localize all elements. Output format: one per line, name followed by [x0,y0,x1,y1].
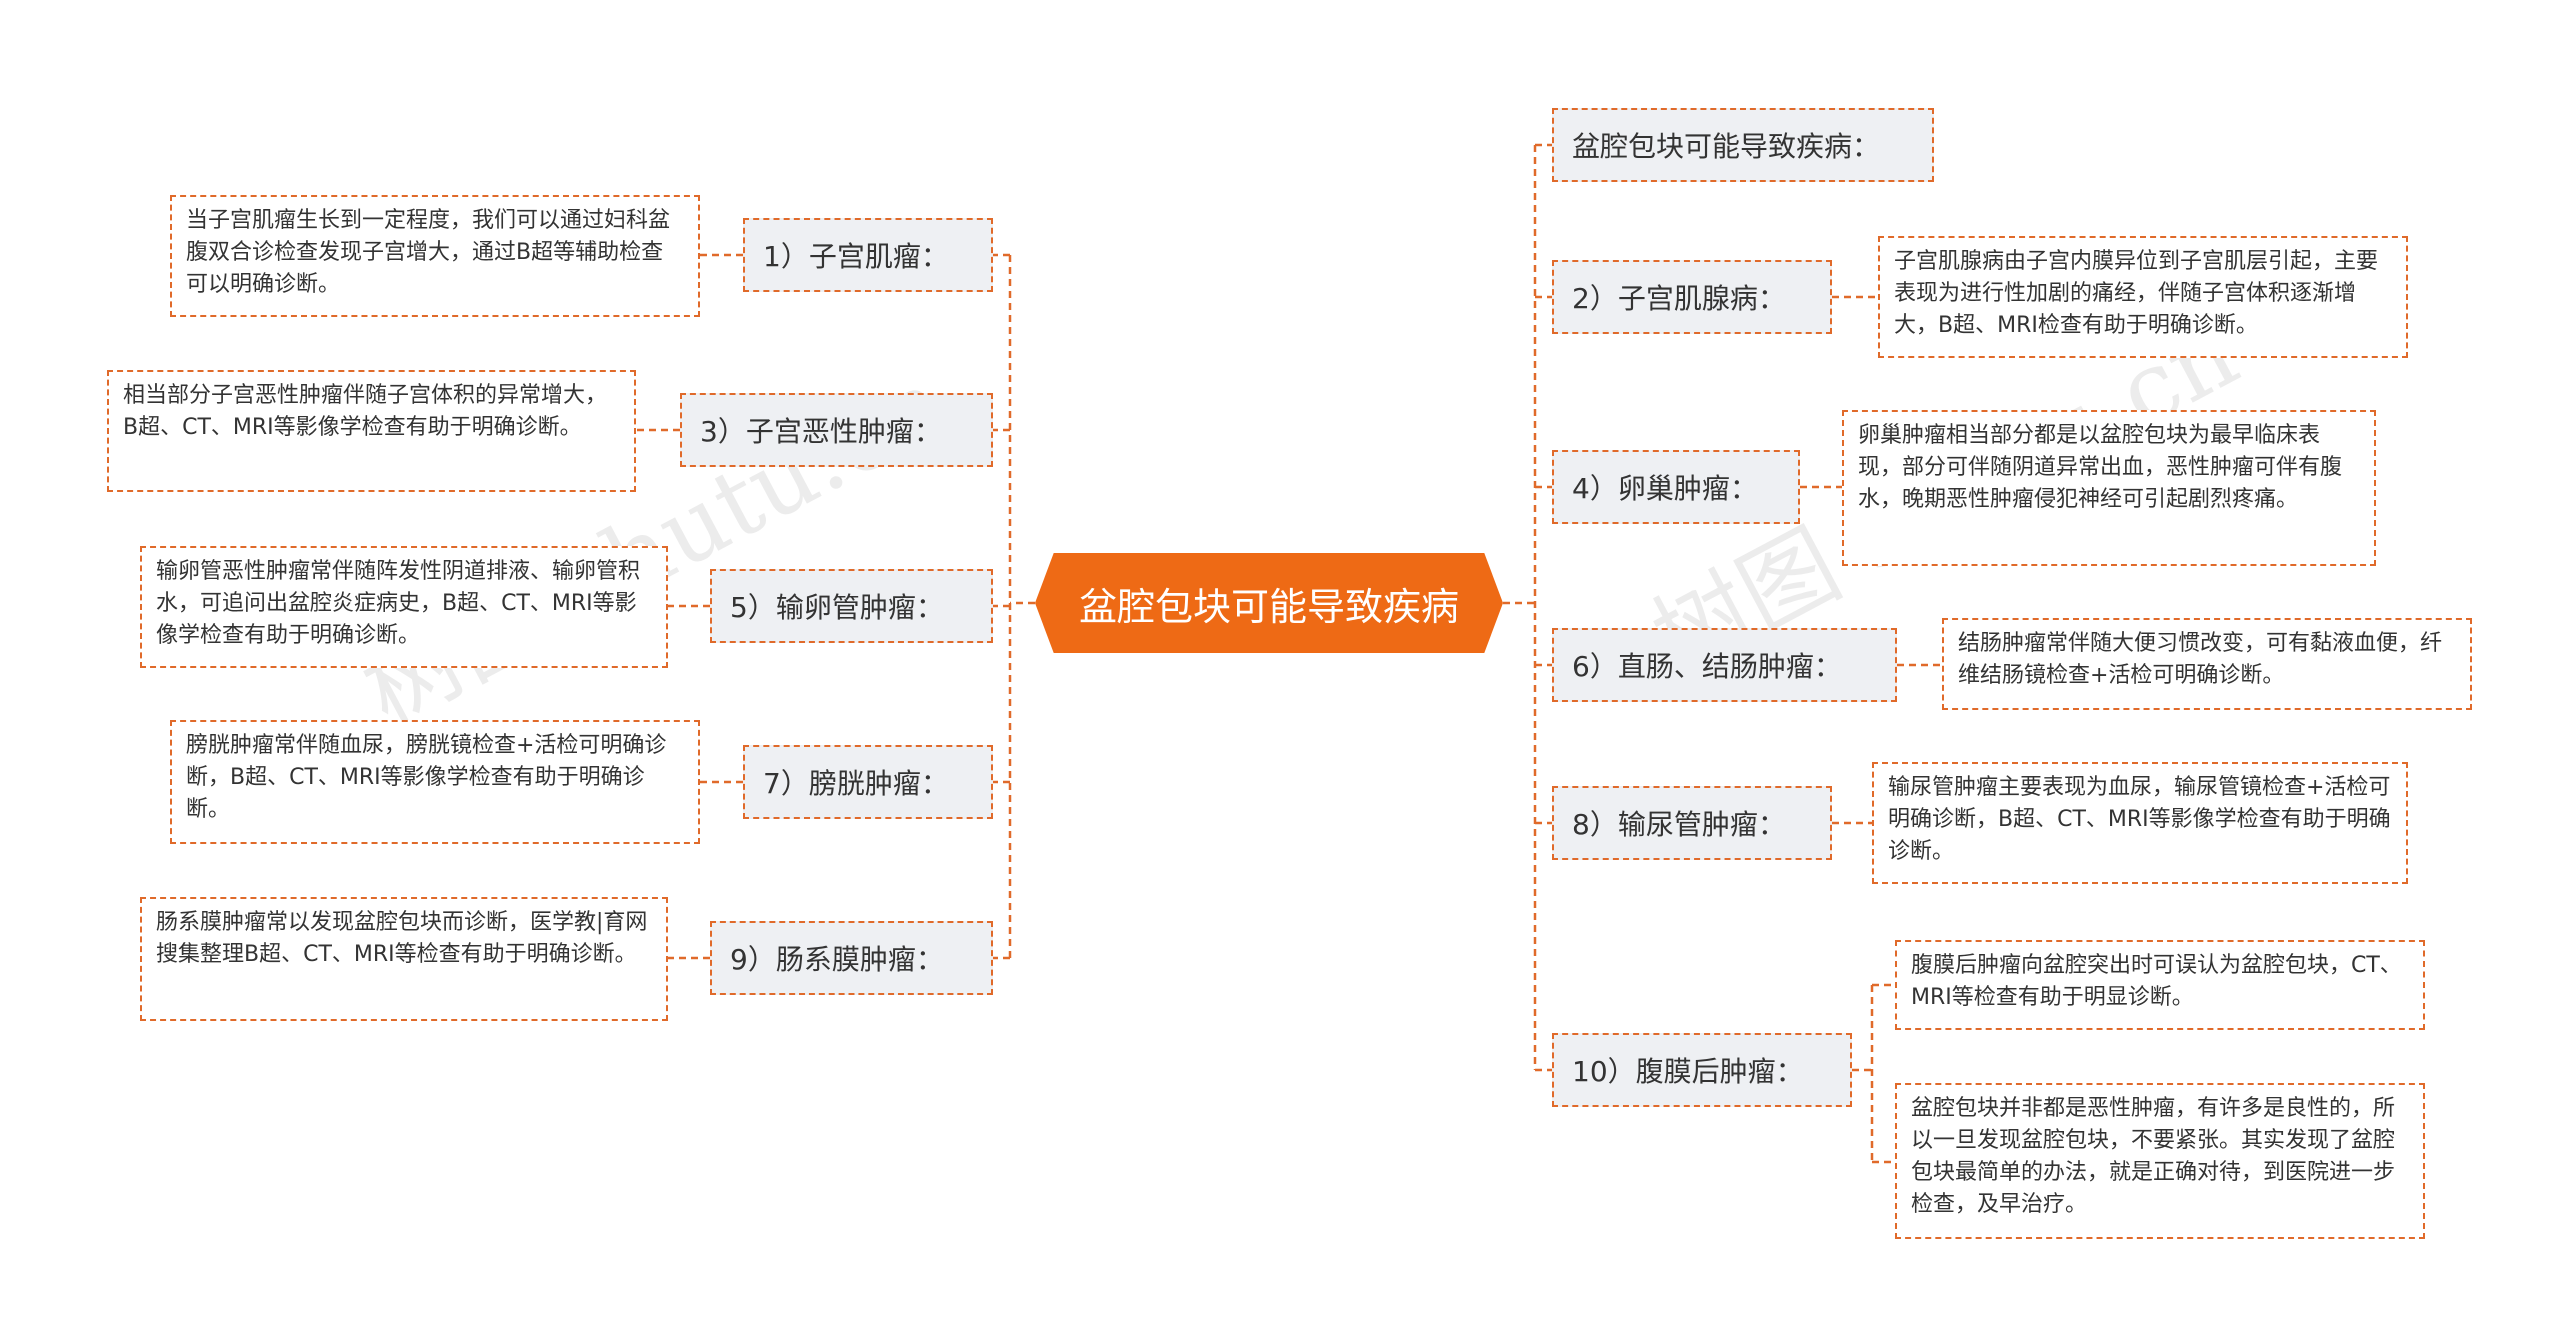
desc-ureter-tumor: 输尿管肿瘤主要表现为血尿，输尿管镜检查+活检可明确诊断，B超、CT、MRI等影像… [1872,762,2408,884]
branch-mesenteric-tumor[interactable]: 9）肠系膜肿瘤： [710,921,993,995]
branch-fallopian-tumor[interactable]: 5）输卵管肿瘤： [710,569,993,643]
branch-retroperitoneal-tumor[interactable]: 10）腹膜后肿瘤： [1552,1033,1852,1107]
desc-pelvic-mass-advice: 盆腔包块并非都是恶性肿瘤，有许多是良性的，所以一旦发现盆腔包块，不要紧张。其实发… [1895,1083,2425,1239]
branch-colorectal-tumor[interactable]: 6）直肠、结肠肿瘤： [1552,628,1897,702]
branch-ovarian-tumor[interactable]: 4）卵巢肿瘤： [1552,450,1800,524]
connector-desc-10 [1852,983,1895,1164]
desc-uterine-malignant: 相当部分子宫恶性肿瘤伴随子宫体积的异常增大，B超、CT、MRI等影像学检查有助于… [107,370,636,492]
branch-uterine-fibroid[interactable]: 1）子宫肌瘤： [743,218,993,292]
desc-uterine-fibroid: 当子宫肌瘤生长到一定程度，我们可以通过妇科盆腹双合诊检查发现子宫增大，通过B超等… [170,195,700,317]
branch-summary[interactable]: 盆腔包块可能导致疾病： [1552,108,1934,182]
desc-retroperitoneal-tumor: 腹膜后肿瘤向盆腔突出时可误认为盆腔包块，CT、MRI等检查有助于明显诊断。 [1895,940,2425,1030]
desc-colorectal-tumor: 结肠肿瘤常伴随大便习惯改变，可有黏液血便，纤维结肠镜检查+活检可明确诊断。 [1942,618,2472,710]
desc-mesenteric-tumor: 肠系膜肿瘤常以发现盆腔包块而诊断，医学教|育网搜集整理B超、CT、MRI等检查有… [140,897,668,1021]
branch-ureter-tumor[interactable]: 8）输尿管肿瘤： [1552,786,1832,860]
desc-adenomyosis: 子宫肌腺病由子宫内膜异位到子宫肌层引起，主要表现为进行性加剧的痛经，伴随子宫体积… [1878,236,2408,358]
desc-bladder-tumor: 膀胱肿瘤常伴随血尿，膀胱镜检查+活检可明确诊断，B超、CT、MRI等影像学检查有… [170,720,700,844]
desc-ovarian-tumor: 卵巢肿瘤相当部分都是以盆腔包块为最早临床表现，部分可伴随阴道异常出血，恶性肿瘤可… [1842,410,2376,566]
branch-adenomyosis[interactable]: 2）子宫肌腺病： [1552,260,1832,334]
branch-bladder-tumor[interactable]: 7）膀胱肿瘤： [743,745,993,819]
branch-uterine-malignant[interactable]: 3）子宫恶性肿瘤： [680,393,993,467]
central-topic[interactable]: 盆腔包块可能导致疾病 [1035,553,1503,653]
desc-fallopian-tumor: 输卵管恶性肿瘤常伴随阵发性阴道排液、输卵管积水，可追问出盆腔炎症病史，B超、CT… [140,546,668,668]
